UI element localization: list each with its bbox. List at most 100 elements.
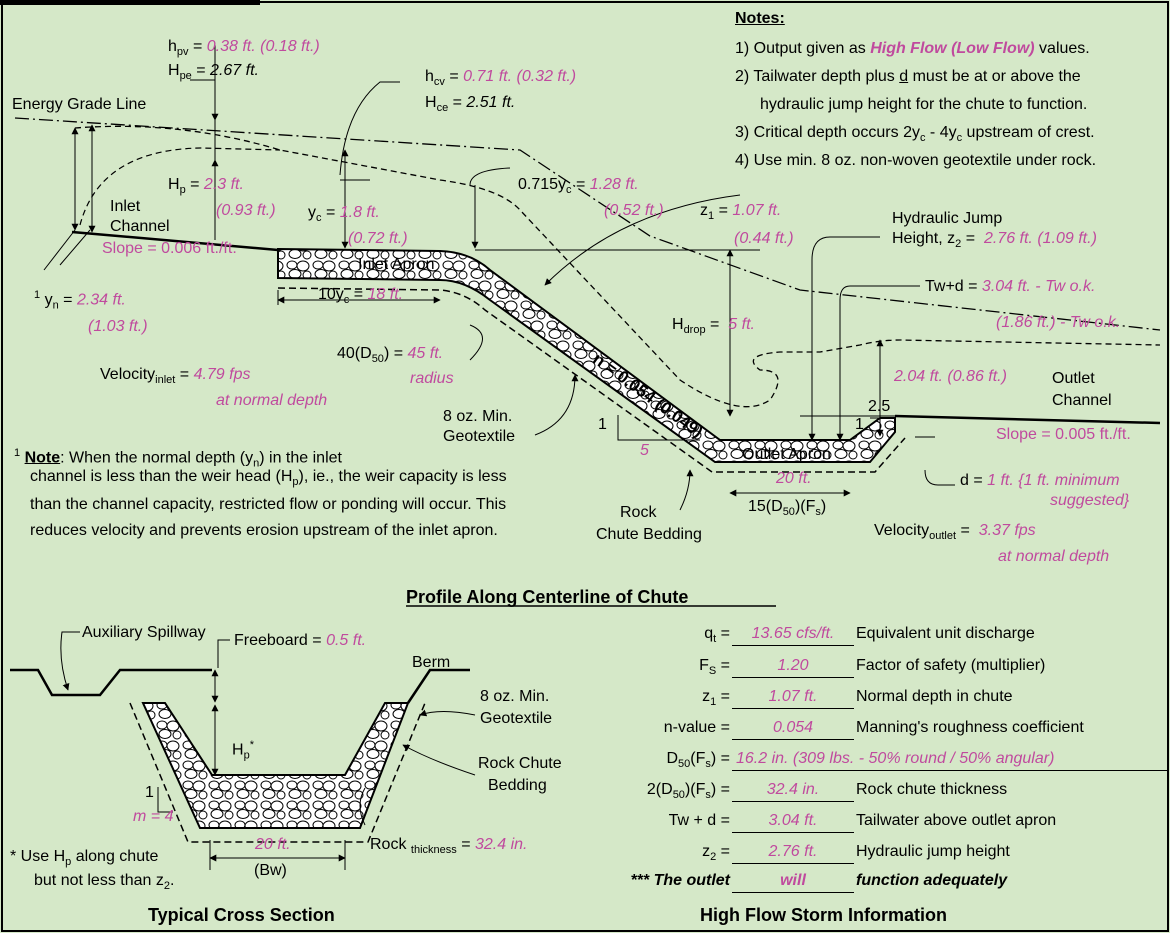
- inlet-channel-label-1: Inlet: [110, 198, 141, 215]
- freeboard-label: Freeboard = 0.5 ft.: [234, 632, 366, 650]
- velocity-inlet-label: Velocityinlet = 4.79 fps: [100, 366, 251, 387]
- H-ce-label: Hce = 2.51 ft.: [425, 94, 516, 115]
- cross-section-title: Typical Cross Section: [148, 905, 335, 925]
- xs-one-label: 1: [145, 784, 154, 801]
- y-c-low-value: (0.72 ft.): [348, 230, 408, 247]
- ratio-1-outlet: 1: [855, 416, 864, 433]
- storm-row-thickness: 2(D50)(Fs) = 32.4 in. Rock chute thickne…: [596, 779, 1170, 802]
- H-pe-value: 2.67 ft.: [210, 62, 259, 79]
- H-ce-value: 2.51 ft.: [466, 94, 516, 111]
- inlet-channel-label-2: Channel: [110, 218, 170, 235]
- xs-bw-label: (Bw): [254, 862, 287, 879]
- outlet-apron-label: Outlet Apron: [742, 446, 831, 463]
- aux-spillway-label: Auxiliary Spillway: [82, 624, 206, 641]
- storm-row-z1: z1 = 1.07 ft. Normal depth in chute: [596, 686, 1170, 709]
- note-2-d: d: [899, 68, 909, 85]
- forty-d50-label: 40(D50) = 45 ft.: [337, 345, 444, 366]
- y-n-label: 1 yn = 2.34 ft.: [34, 289, 126, 312]
- water-surface-line: [74, 125, 1161, 408]
- inlet-apron-label: Inlet Apron: [358, 256, 435, 273]
- chute-bedding-line: [277, 287, 906, 473]
- yc715-label: 0.715yc = 1.28 ft.: [518, 176, 639, 197]
- storm-row-desc: Normal depth in chute: [856, 688, 1013, 705]
- H-p-label: Hp = 2.3 ft.: [168, 176, 244, 197]
- notes-title: Notes:: [735, 10, 785, 27]
- bedding-label-2: Chute Bedding: [596, 526, 702, 543]
- velocity-outlet-label: Velocityoutlet = 3.37 fps: [874, 522, 1036, 543]
- storm-final-value: will: [780, 872, 806, 889]
- xs-geotextile-label-1: 8 oz. Min.: [480, 688, 550, 705]
- storm-row-desc: Equivalent unit discharge: [856, 625, 1035, 642]
- aux-spillway-ground: [10, 668, 212, 697]
- note-2-post: must be at or above the: [908, 68, 1081, 85]
- z1-value: 1.07 ft.: [732, 202, 782, 219]
- storm-row-desc: Hydraulic jump height: [856, 843, 1010, 860]
- h-drop-value: 5 ft.: [728, 316, 755, 333]
- storm-row-z2: z2 = 2.76 ft. Hydraulic jump height: [596, 841, 1170, 864]
- H-p-low-value: (0.93 ft.): [216, 202, 276, 219]
- storm-row-label: Tw + d =: [668, 812, 730, 829]
- velocity-outlet-value: 3.37 fps: [978, 522, 1036, 539]
- storm-row-value: 13.65 cfs/ft.: [751, 625, 835, 642]
- outlet-apron-length: 20 ft.: [776, 470, 812, 487]
- note-1-pre: 1) Output given as: [735, 40, 871, 57]
- note-3: 3) Critical depth occurs 2yc - 4yc upstr…: [735, 124, 1095, 147]
- storm-row-label: D50(Fs) =: [666, 750, 730, 771]
- tw-d-low-value: (1.86 ft.) - Tw o.k.: [996, 314, 1121, 331]
- footnote-line-3: than the channel capacity, restricted fl…: [30, 496, 507, 513]
- note-2-cont: hydraulic jump height for the chute to f…: [760, 96, 1088, 113]
- h-pv-value: 0.38 ft. (0.18 ft.): [206, 38, 320, 55]
- storm-row-value: 1.07 ft.: [768, 688, 818, 705]
- storm-row-desc: Tailwater above outlet apron: [856, 812, 1057, 829]
- hydraulic-jump-value: 2.76 ft. (1.09 ft.): [983, 230, 1097, 247]
- note-3-sub: c: [919, 132, 926, 145]
- outlet-slope-label: Slope = 0.005 ft./ft.: [996, 426, 1131, 443]
- xs-use-note-1b: along chute: [71, 848, 159, 865]
- radius-label: radius: [410, 370, 454, 387]
- storm-row-desc: Factor of safety (multiplier): [856, 657, 1046, 674]
- y-n-low-value: (1.03 ft.): [88, 318, 148, 335]
- energy-grade-line-label: Energy Grade Line: [12, 96, 147, 113]
- outlet-channel-ground: [894, 414, 1161, 425]
- storm-row-label: 2(D50)(Fs) =: [646, 781, 730, 802]
- storm-row-value: 0.054: [772, 719, 814, 736]
- storm-row-desc: Manning's roughness coefficient: [856, 719, 1084, 736]
- storm-final-post: function adequately: [856, 872, 1008, 889]
- profile-title: Profile Along Centerline of Chute: [406, 587, 689, 607]
- freeboard-value: 0.5 ft.: [326, 632, 367, 649]
- energy-grade-line: [14, 117, 1161, 331]
- note-1-post: values.: [1034, 40, 1090, 57]
- h-cv-value: 0.71 ft. (0.32 ft.): [463, 68, 577, 85]
- storm-row-value: 16.2 in. (309 lbs. - 50% round / 50% ang…: [736, 750, 1055, 767]
- note-4: 4) Use min. 8 oz. non-woven geotextile u…: [735, 152, 1097, 169]
- footnote-label: Note: [24, 449, 61, 467]
- fifteen-d50-label: 15(D50)(Fs): [748, 498, 827, 519]
- storm-row-value: 3.04 ft.: [768, 812, 818, 829]
- note-3-pre: 3) Critical depth occurs 2y: [735, 124, 920, 141]
- geotextile-label-1: 8 oz. Min.: [443, 408, 513, 425]
- tailwater-depth-value: 2.04 ft. (0.86 ft.): [894, 368, 1007, 385]
- ten-yc-label: 10yc = 18 ft.: [318, 286, 404, 307]
- cross-section-rock: [141, 702, 410, 829]
- y-c-value: 1.8 ft.: [339, 204, 380, 221]
- xs-use-note-1: * Use Hp along chute: [10, 848, 159, 869]
- xs-use-note-2-text: but not less than z: [34, 872, 164, 889]
- storm-row-final: *** The outlet will function adequately: [596, 870, 1170, 893]
- storm-row-value: 2.76 ft.: [768, 843, 818, 860]
- storm-final-pre: *** The outlet: [630, 872, 730, 889]
- yc715-low-value: (0.52 ft.): [604, 202, 664, 219]
- berm-label: Berm: [412, 654, 451, 671]
- d-note: suggested}: [1050, 492, 1130, 509]
- hydraulic-jump-label-2-text: Height, z: [892, 230, 956, 247]
- note-2: 2) Tailwater depth plus d must be at or …: [735, 68, 1081, 86]
- xs-bedding-label-2: Bedding: [488, 777, 547, 794]
- note-1: 1) Output given as High Flow (Low Flow) …: [735, 40, 1090, 58]
- z1-low-value: (0.44 ft.): [734, 230, 794, 247]
- h-cv-label: hcv = 0.71 ft. (0.32 ft.): [425, 68, 577, 89]
- footnote-line-2-text: channel is less than the weir head (H: [30, 468, 293, 485]
- outlet-channel-label-2: Channel: [1052, 392, 1112, 409]
- ratio-2-5: 2.5: [868, 398, 891, 415]
- note-2-pre: 2) Tailwater depth plus: [735, 68, 900, 85]
- hydraulic-jump-label-2: Height, z2 = 2.76 ft. (1.09 ft.): [892, 230, 1097, 251]
